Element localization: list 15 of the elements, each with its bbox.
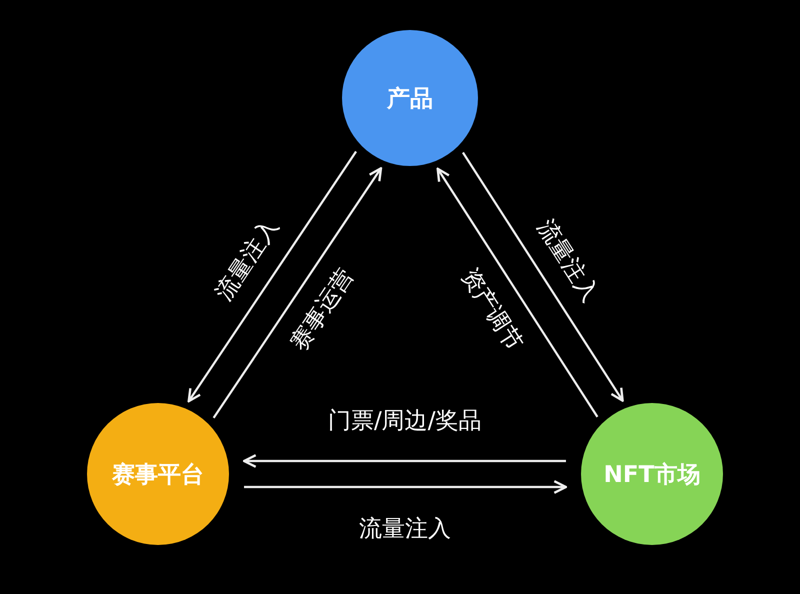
arrow	[212, 167, 382, 419]
node-label: 赛事平台	[112, 460, 204, 490]
arrow	[462, 152, 624, 402]
arrow	[188, 150, 357, 402]
node-label: NFT市场	[604, 460, 700, 490]
edge-label: 资产调节	[455, 262, 529, 356]
edge-label: 流量注入	[210, 214, 286, 307]
edge-label: 流量注入	[359, 514, 451, 544]
edge-label: 赛事运营	[285, 264, 360, 357]
edge-label: 流量注入	[530, 214, 604, 308]
arrow	[242, 454, 566, 468]
arrow	[244, 480, 568, 494]
edge-label: 门票/周边/奖品	[328, 406, 482, 436]
node-label: 产品	[387, 84, 433, 114]
arrow	[436, 168, 598, 418]
